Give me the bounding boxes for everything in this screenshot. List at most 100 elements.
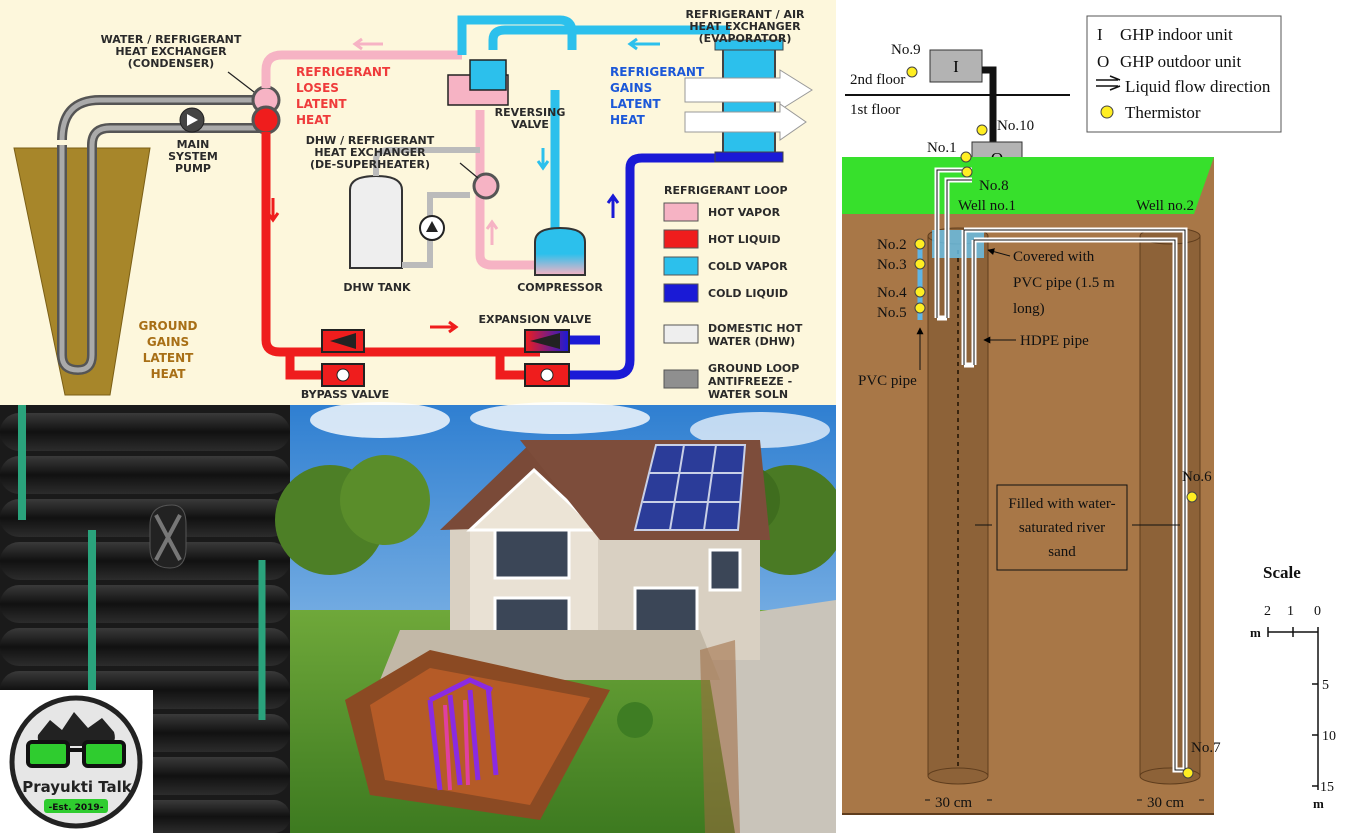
compressor-label: COMPRESSOR — [517, 281, 603, 294]
legend-swatch-dhw — [663, 324, 699, 344]
label-no10: No.10 — [997, 118, 1034, 134]
diameter-label-2: 30 cm — [1147, 795, 1184, 811]
condenser-label-1: WATER / REFRIGERANT — [101, 33, 242, 46]
refrigerant-legend: REFRIGERANT LOOP HOT VAPOR HOT LIQUID CO… — [663, 184, 803, 401]
legend-ground-2: ANTIFREEZE - — [708, 375, 792, 388]
legend-swatch-hot-vapor — [663, 202, 699, 222]
covered-label-3: long) — [1013, 301, 1045, 317]
floor-2-label: 2nd floor — [850, 72, 905, 88]
desuperheater-label-2: HEAT EXCHANGER — [314, 146, 426, 159]
heat-pump-schematic: WATER / REFRIGERANT HEAT EXCHANGER (COND… — [0, 0, 836, 405]
scale-v-5: 5 — [1322, 678, 1329, 693]
prayukti-talk-logo: Prayukti Talk -Est. 2019- — [0, 690, 153, 833]
pump-label-3: PUMP — [175, 162, 211, 175]
condenser-label-2: HEAT EXCHANGER — [115, 45, 227, 58]
floor-1-label: 1st floor — [850, 102, 900, 118]
condenser-label-3: (CONDENSER) — [128, 57, 214, 70]
scale-unit-v: m — [1313, 796, 1324, 811]
glasses-right-icon — [82, 740, 126, 768]
thermistor-1 — [960, 151, 972, 163]
thermistor-7 — [1182, 767, 1194, 779]
reversing-label-1: REVERSING — [495, 106, 566, 119]
evaporator-label-2: HEAT EXCHANGER — [689, 20, 801, 33]
well-diagram: I GHP indoor unit O GHP outdoor unit Liq… — [836, 0, 1350, 833]
legend-thermistor: Thermistor — [1125, 103, 1201, 122]
evaporator-label-1: REFRIGERANT / AIR — [685, 8, 805, 21]
desuperheater-label-1: DHW / REFRIGERANT — [306, 134, 435, 147]
filled-label-2: saturated river — [1019, 520, 1105, 536]
legend-flow: Liquid flow direction — [1125, 77, 1271, 96]
loses-label-4: HEAT — [296, 113, 332, 127]
label-no7: No.7 — [1191, 740, 1221, 756]
legend-hot-liquid: HOT LIQUID — [708, 233, 781, 246]
legend-outdoor: GHP outdoor unit — [1120, 52, 1241, 71]
reversing-label-2: VALVE — [511, 118, 549, 131]
legend-swatch-hot-liquid — [663, 229, 699, 249]
logo-est: -Est. 2019- — [49, 803, 104, 813]
legend-ground-3: WATER SOLN — [708, 388, 788, 401]
pvc-label: PVC pipe — [858, 373, 917, 389]
thermistor-8 — [961, 166, 973, 178]
bypass-label: BYPASS VALVE — [301, 388, 389, 401]
label-no6: No.6 — [1182, 469, 1212, 485]
thermistor-9 — [906, 66, 918, 78]
legend-ground-1: GROUND LOOP — [708, 362, 799, 375]
covered-label-1: Covered with — [1013, 249, 1095, 265]
legend-cold-vapor: COLD VAPOR — [708, 260, 788, 273]
legend-title: REFRIGERANT LOOP — [664, 184, 788, 197]
logo-text: Prayukti Talk — [22, 778, 133, 796]
thermistor-6 — [1186, 491, 1198, 503]
legend-swatch-cold-vapor — [663, 256, 699, 276]
ground-label-2: GAINS — [147, 335, 189, 349]
gains-label-4: HEAT — [610, 113, 646, 127]
indoor-unit — [929, 49, 983, 83]
ghp-legend-box — [1086, 15, 1282, 133]
scale-title: Scale — [1263, 563, 1301, 582]
loses-label-1: REFRIGERANT — [296, 65, 391, 79]
ground-label-4: HEAT — [151, 367, 187, 381]
thermistor-legend-icon — [1100, 105, 1114, 119]
legend-swatch-ground — [663, 369, 699, 389]
legend-dhw-1: DOMESTIC HOT — [708, 322, 803, 335]
scale-h-0: 0 — [1314, 604, 1321, 619]
pump-label-1: MAIN — [177, 138, 210, 151]
well-1-label: Well no.1 — [958, 198, 1016, 214]
scale-v-15: 15 — [1320, 780, 1334, 795]
label-no4: No.4 — [877, 285, 907, 301]
label-no8: No.8 — [979, 178, 1009, 194]
scale-bar: Scale 2 1 0 m 5 10 15 m — [1250, 563, 1336, 811]
diameter-label-1: 30 cm — [935, 795, 972, 811]
thermistor-2 — [914, 238, 926, 250]
thermistor-5 — [914, 302, 926, 314]
legend-cold-liquid: COLD LIQUID — [708, 287, 788, 300]
expansion-label: EXPANSION VALVE — [479, 313, 592, 326]
legend-indoor: GHP indoor unit — [1120, 25, 1233, 44]
label-no2: No.2 — [877, 237, 907, 253]
legend-symbol-o: O — [1097, 52, 1109, 71]
flow-direction-icon — [1096, 75, 1121, 91]
label-no3: No.3 — [877, 257, 907, 273]
label-no9: No.9 — [891, 42, 921, 58]
loses-label-3: LATENT — [296, 97, 347, 111]
ground-loop-icon — [427, 677, 499, 791]
thermistor-3 — [914, 258, 926, 270]
scale-unit-h: m — [1250, 625, 1261, 640]
legend-symbol-i: I — [1097, 25, 1103, 44]
thermistor-4 — [914, 286, 926, 298]
gains-label-1: REFRIGERANT — [610, 65, 705, 79]
scale-v-10: 10 — [1322, 729, 1336, 744]
legend-dhw-2: WATER (DHW) — [708, 335, 795, 348]
desuperheater-label-3: (DE-SUPERHEATER) — [310, 158, 430, 171]
fill-note-box — [996, 484, 1128, 571]
ground-label-1: GROUND — [138, 319, 197, 333]
loses-label-2: LOSES — [296, 81, 339, 95]
scale-h-2: 2 — [1264, 604, 1271, 619]
indoor-unit-label: I — [953, 57, 959, 76]
label-no5: No.5 — [877, 305, 907, 321]
hdpe-label: HDPE pipe — [1020, 333, 1089, 349]
scale-h-1: 1 — [1287, 604, 1294, 619]
ground-label-3: LATENT — [143, 351, 194, 365]
legend-hot-vapor: HOT VAPOR — [708, 206, 781, 219]
gains-label-3: LATENT — [610, 97, 661, 111]
